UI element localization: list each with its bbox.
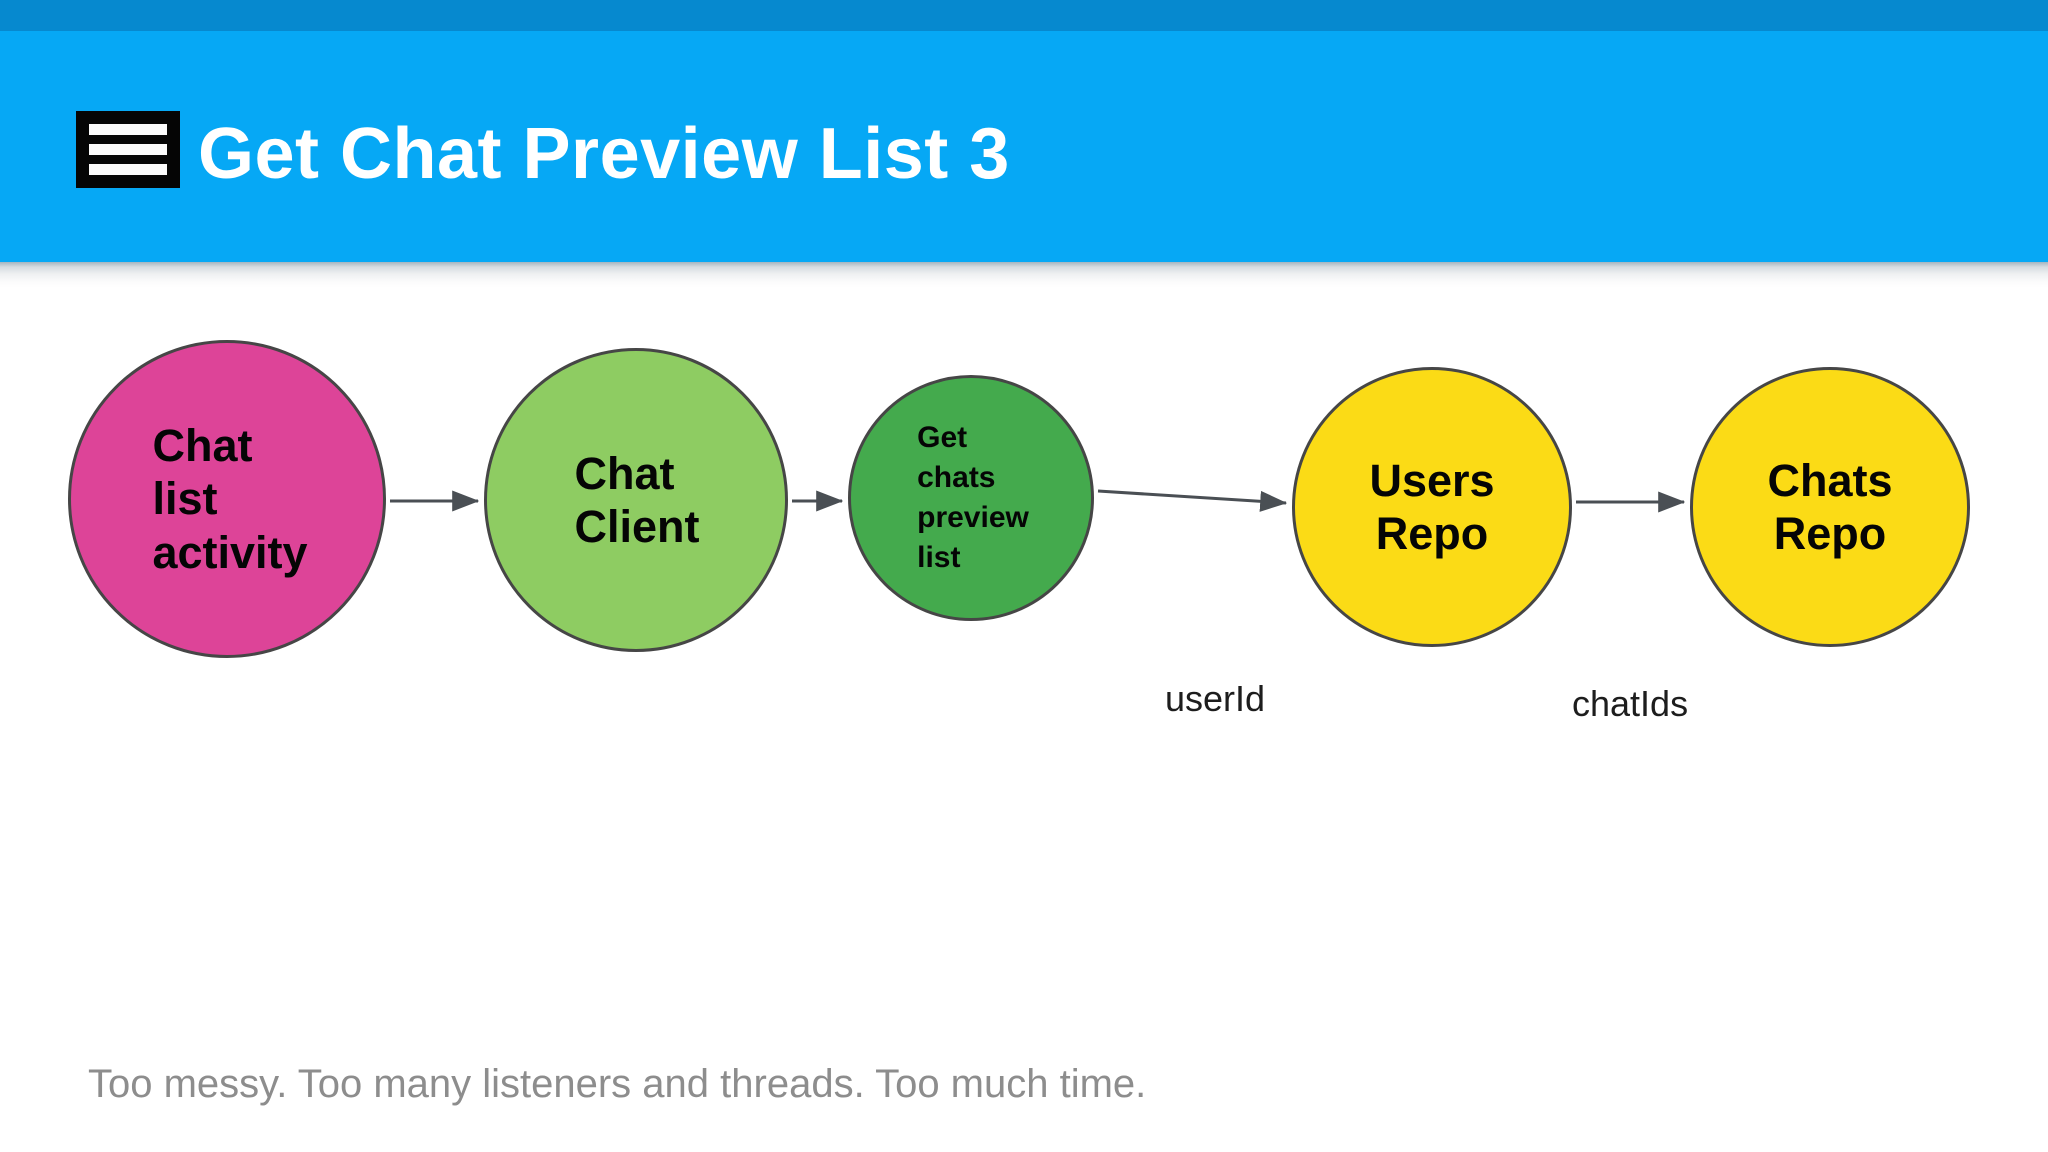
app-bar-shadow [0,262,2048,288]
hamburger-bar-3 [89,164,167,175]
node-get-chats-preview-list[interactable]: Get chats preview list [848,375,1094,621]
diagram-edges [390,489,1686,513]
hamburger-bar-2 [89,144,167,155]
node-get-chats-preview-list-label: Get chats preview list [917,420,1029,575]
node-chat-client[interactable]: Chat Client [484,348,788,652]
node-users-repo[interactable]: Users Repo [1292,367,1572,647]
node-chats-repo-label: Chats Repo [1767,454,1893,559]
edge-get-chats-preview-list-to-users-repo [1097,489,1288,512]
node-chats-repo[interactable]: Chats Repo [1690,367,1970,647]
diagram-canvas: Chat list activity Chat Client Get chats… [0,288,2048,988]
slide-caption: Too messy. Too many listeners and thread… [88,1062,1147,1106]
hamburger-bar-1 [89,124,167,135]
hamburger-menu-icon[interactable] [76,111,180,188]
page-title: Get Chat Preview List 3 [198,114,1010,194]
edge-label-chatids: chatIds [1572,683,1689,724]
edge-label-userid: userId [1165,678,1266,719]
node-chat-list-activity-label: Chat list activity [152,420,308,578]
node-chat-list-activity[interactable]: Chat list activity [68,340,386,658]
node-users-repo-label: Users Repo [1369,454,1495,559]
app-bar: Get Chat Preview List 3 [0,31,2048,262]
status-bar [0,0,2048,31]
node-chat-client-label: Chat Client [574,447,700,552]
